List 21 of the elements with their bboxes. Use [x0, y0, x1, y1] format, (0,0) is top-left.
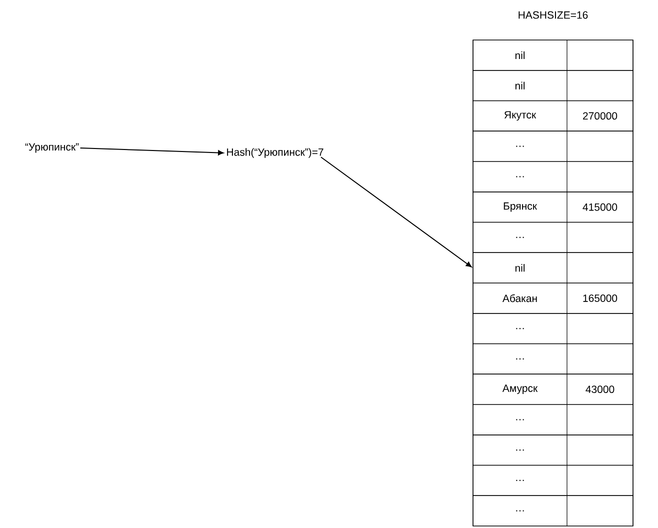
node-label: HASHSIZE=16 [518, 11, 588, 19]
table-row: Якутск 270000 [472, 100, 634, 132]
arrow [80, 148, 224, 156]
table-row: … [472, 343, 634, 374]
table-row: … [472, 464, 634, 496]
text-label: “Урюпинск” [25, 143, 79, 153]
table-row: nil [472, 70, 634, 102]
table-row: … [472, 222, 634, 253]
arrow [320, 156, 472, 268]
table-row: nil [472, 40, 634, 71]
table-row: … [472, 434, 634, 466]
table-row: … [472, 495, 634, 526]
table-row: Абакан 165000 [472, 282, 634, 314]
text-label: Hash(“Урюпинск”)=7 [227, 148, 324, 158]
table-row: Брянск 415000 [472, 192, 634, 223]
table-row: … [472, 161, 634, 192]
table-row: Амурск 43000 [472, 374, 634, 405]
table-row: … [472, 404, 634, 436]
table-row: nil [472, 252, 634, 284]
table-row: … [472, 313, 634, 344]
table-row: … [472, 130, 634, 162]
